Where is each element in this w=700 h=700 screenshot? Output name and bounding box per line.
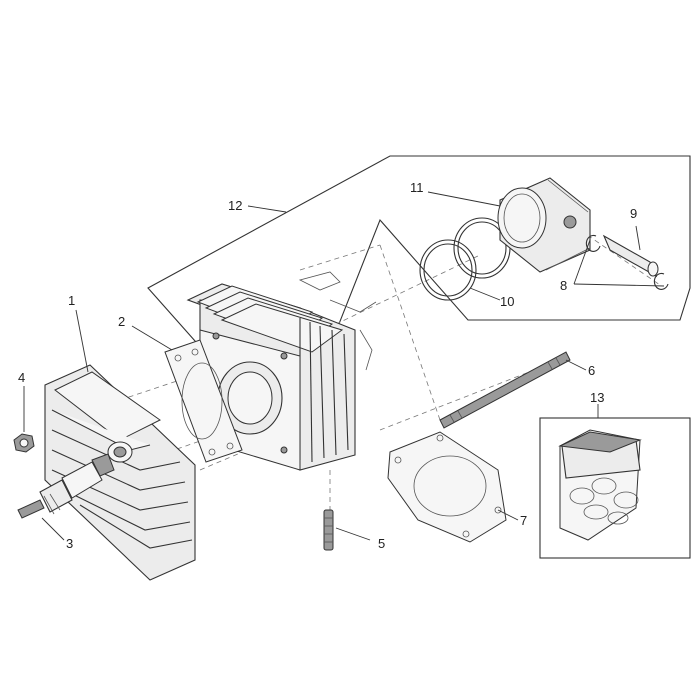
piston-rings-part — [419, 217, 511, 301]
nut-part — [13, 433, 35, 453]
label-part-5: 5 — [378, 536, 385, 551]
label-part-7: 7 — [520, 513, 527, 528]
label-part-13: 13 — [590, 390, 604, 405]
spark-plug-part — [17, 453, 115, 519]
gasket-kit-box — [539, 417, 691, 559]
leader-lines — [23, 191, 665, 541]
label-part-3: 3 — [66, 536, 73, 551]
short-stud-part — [323, 509, 334, 551]
label-part-12: 12 — [228, 198, 242, 213]
circlips-part — [585, 234, 669, 290]
label-part-11: 11 — [410, 180, 424, 195]
label-part-8: 8 — [560, 278, 567, 293]
cylinder-head-part — [44, 364, 196, 581]
base-gasket-part — [387, 431, 507, 543]
long-stud-part — [439, 351, 571, 429]
head-gasket-part — [164, 339, 243, 463]
piston-part — [497, 177, 591, 273]
piston-pin-part — [602, 234, 659, 278]
label-part-2: 2 — [118, 314, 125, 329]
label-part-1: 1 — [68, 293, 75, 308]
label-part-9: 9 — [630, 206, 637, 221]
label-part-4: 4 — [18, 370, 25, 385]
label-part-6: 6 — [588, 363, 595, 378]
label-part-10: 10 — [500, 294, 514, 309]
